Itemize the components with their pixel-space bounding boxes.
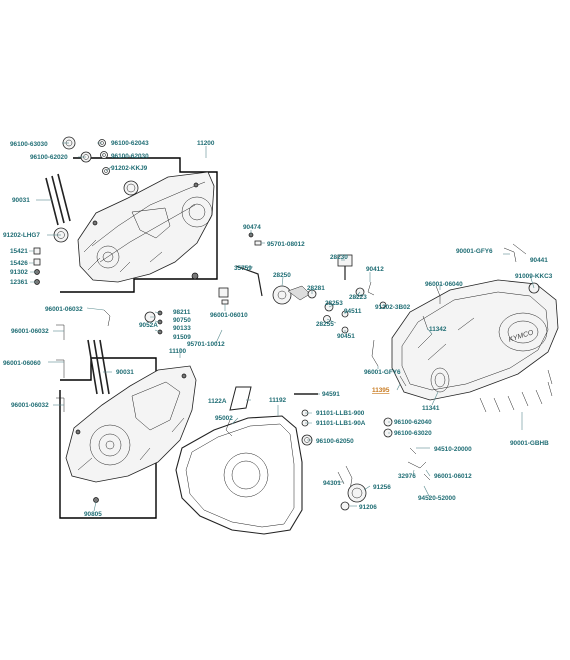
gasket-11192 — [175, 415, 303, 535]
crankcase-right-bottom — [65, 365, 197, 483]
label-96001-06010: 96001-06010 — [210, 312, 248, 319]
label-9052A: 9052A — [139, 322, 158, 329]
label-90001-GFY6-upper: 90001-GFY6 — [456, 248, 493, 255]
label-94591: 94591 — [322, 391, 340, 398]
label-94520-52000: 94520-52000 — [418, 495, 456, 502]
label-90001-GBHB: 90001-GBHB — [510, 440, 549, 447]
label-90133: 90133 — [173, 325, 191, 332]
label-90031-lower: 90031 — [116, 369, 134, 376]
label-94301: 94301 — [323, 480, 341, 487]
frame-top — [60, 157, 218, 293]
label-95701-08012: 95701-08012 — [267, 241, 305, 248]
label-90474: 90474 — [243, 224, 261, 231]
label-28253: 28253 — [325, 300, 343, 307]
label-11200: 11200 — [197, 140, 215, 147]
label-96100-62020: 96100-62020 — [30, 154, 68, 161]
label-96100-62040: 96100-62040 — [394, 419, 432, 426]
label-28255: 28255 — [316, 321, 334, 328]
label-90031-upper: 90031 — [12, 197, 30, 204]
label-96001-GFY6-lower: 96001-GFY6 — [364, 369, 401, 376]
label-90451: 90451 — [337, 333, 355, 340]
label-91101-LLB1-90A: 91101-LLB1-90A — [316, 420, 366, 427]
label-91206: 91206 — [359, 504, 377, 511]
label-96001-06060: 96001-06060 — [3, 360, 41, 367]
label-11341: 11341 — [422, 405, 440, 412]
label-90441: 90441 — [530, 257, 548, 264]
label-96100-63030: 96100-63030 — [10, 141, 48, 148]
label-96100-62030: 96100-62030 — [111, 153, 149, 160]
label-96001-06040: 96001-06040 — [425, 281, 463, 288]
label-96100-62043: 96100-62043 — [111, 140, 149, 147]
transmission-cover: KYMCO — [391, 279, 559, 401]
label-96001-06012: 96001-06012 — [434, 473, 472, 480]
label-96001-06032-a: 96001-06032 — [45, 306, 83, 313]
label-11100: 11100 — [169, 348, 187, 355]
label-28250: 28250 — [273, 272, 291, 279]
label-91009-KKC3: 91009-KKC3 — [515, 273, 553, 280]
label-91256: 91256 — [373, 484, 391, 491]
label-96001-06032-b: 96001-06032 — [11, 328, 49, 335]
label-35759: 35759 — [234, 265, 252, 272]
crankcase-left-top — [77, 171, 215, 283]
label-95701-10012: 95701-10012 — [187, 341, 225, 348]
part-labels: 96100-63030 96100-62043 96100-62020 9610… — [3, 140, 553, 518]
label-94511: 94511 — [344, 308, 362, 315]
label-91202-3B02: 91202-3B02 — [375, 304, 411, 311]
frame-bottom — [59, 357, 157, 519]
label-91202-LHG7: 91202-LHG7 — [3, 232, 40, 239]
label-94510-20000: 94510-20000 — [434, 446, 472, 453]
label-12361: 12361 — [10, 279, 28, 286]
label-96100-62050: 96100-62050 — [316, 438, 354, 445]
label-28230: 28230 — [330, 254, 348, 261]
label-11192: 11192 — [269, 397, 287, 404]
label-98211: 98211 — [173, 309, 191, 316]
label-91509: 91509 — [173, 334, 191, 341]
label-95002: 95002 — [215, 415, 233, 422]
label-91202-KKJ9: 91202-KKJ9 — [111, 165, 148, 172]
label-1122A: 1122A — [208, 398, 227, 405]
label-15421: 15421 — [10, 248, 28, 255]
label-11342: 11342 — [429, 326, 447, 333]
label-96001-06032-c: 96001-06032 — [11, 402, 49, 409]
label-11395: 11395 — [372, 387, 390, 394]
label-15426: 15426 — [10, 260, 28, 267]
label-28223: 28223 — [349, 294, 367, 301]
label-90412: 90412 — [366, 266, 384, 273]
label-90805: 90805 — [84, 511, 102, 518]
leader-lines — [29, 142, 535, 512]
label-32976: 32976 — [398, 473, 416, 480]
label-96100-63020: 96100-63020 — [394, 430, 432, 437]
label-90750: 90750 — [173, 317, 191, 324]
label-91101-LLB1-900: 91101-LLB1-900 — [316, 410, 365, 417]
label-91302: 91302 — [10, 269, 28, 276]
label-28281: 28281 — [307, 285, 325, 292]
